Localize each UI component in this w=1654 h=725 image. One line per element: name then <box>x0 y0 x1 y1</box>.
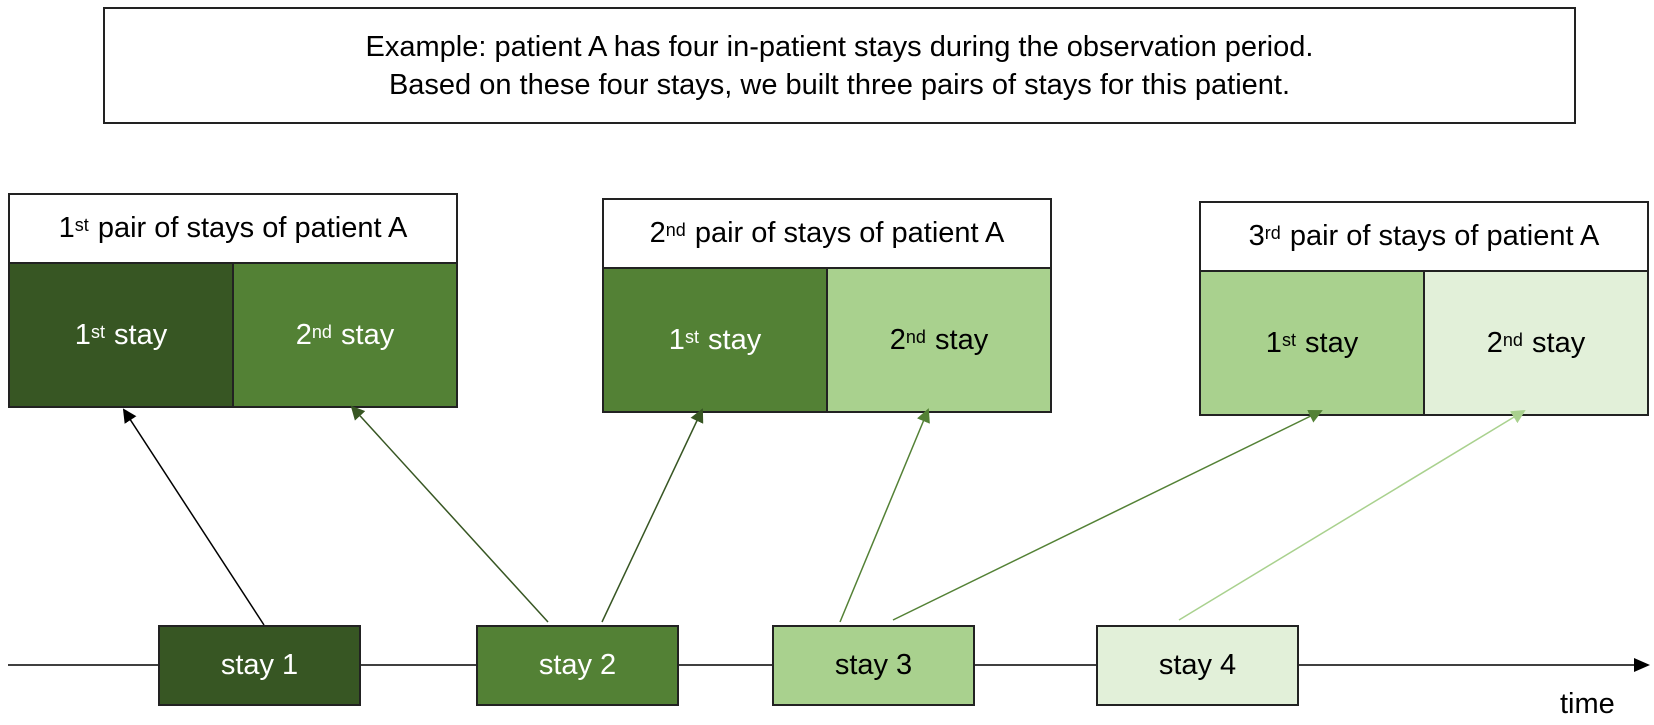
caption-line-2: Based on these four stays, we built thre… <box>388 68 1291 101</box>
stay-box-3: stay 3 <box>772 625 975 706</box>
caption-line-1: Example: patient A has four in-patient s… <box>365 30 1314 63</box>
arrow-stay3-to-pair3-first <box>892 409 1323 621</box>
arrow-stay1-to-pair1-first <box>122 408 265 626</box>
arrow-stay3-to-pair2-second <box>839 408 930 623</box>
arrow-stay2-to-pair2-first <box>601 408 704 623</box>
stay-box-1: stay 1 <box>158 625 361 706</box>
time-axis-label: time <box>1560 688 1615 720</box>
stay-box-4: stay 4 <box>1096 625 1299 706</box>
stay-box-2: stay 2 <box>476 625 679 706</box>
arrow-stay4-to-pair3-second <box>1178 409 1526 621</box>
arrow-stay2-to-pair1-second <box>350 405 549 623</box>
caption-box: Example: patient A has four in-patient s… <box>103 7 1576 124</box>
